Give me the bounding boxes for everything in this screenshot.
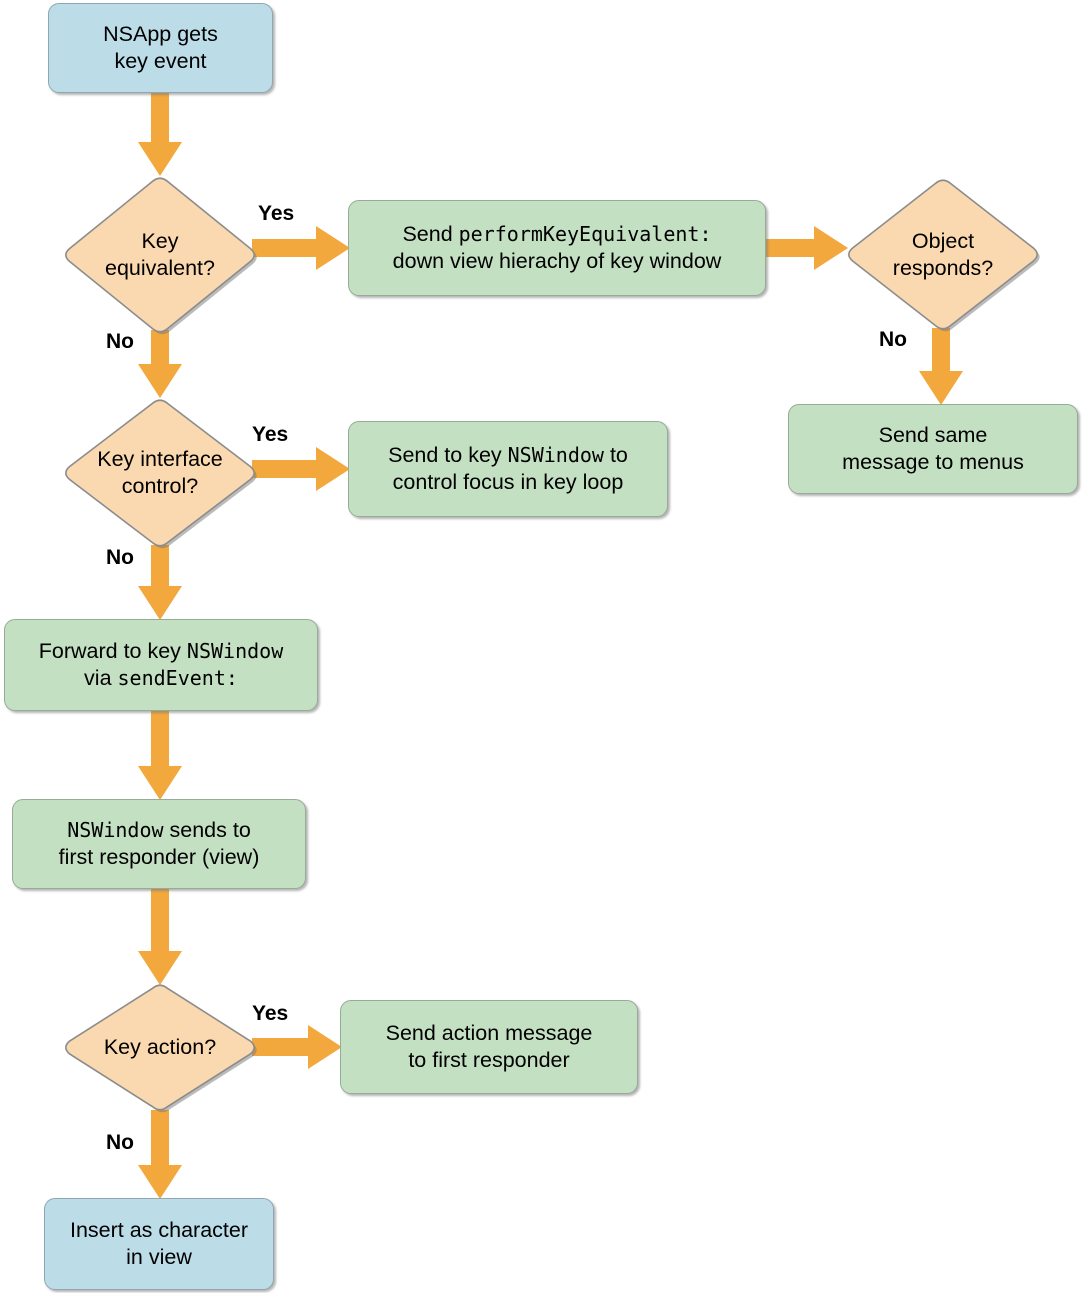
diamond-shape [65,984,257,1113]
arrow-e-forward-to-nswindow-sends [138,710,182,800]
label-key-equivalent-no: No [106,330,134,353]
arrow-e-key-interface-yes [252,447,350,491]
diamond-shape [65,399,257,549]
diamond-shape [848,179,1040,332]
code-token: NSWindow [507,443,604,467]
node-label: Key action? [103,1035,217,1059]
label-key-equivalent-yes: Yes [258,202,295,225]
arrow-e-key-action-yes [252,1025,342,1069]
diamond-shape [65,177,257,335]
arrow-e-start-to-key-equivalent [138,93,182,176]
code-token: NSWindow [186,639,284,663]
code-token: performKeyEquivalent: [458,222,712,246]
label-key-action-yes: Yes [252,1002,289,1025]
arrow-e-perform-to-object-responds [764,226,848,270]
decision-node-key-action[interactable]: Key action? [62,982,258,1113]
process-node-send-perform-key-equivalent[interactable]: Send performKeyEquivalent:down view hier… [348,200,766,296]
arrow-e-key-interface-no [138,545,182,620]
arrow-e-key-equivalent-yes [252,226,350,270]
label-key-interface-no: No [106,546,134,569]
node-label: Send performKeyEquivalent:down view hier… [392,222,722,273]
code-token: sendEvent: [117,666,238,690]
code-token: NSWindow [67,818,164,842]
arrow-e-object-responds-no [919,328,963,405]
arrow-e-key-action-no [138,1110,182,1199]
label-key-interface-yes: Yes [252,423,289,446]
label-object-responds-no: No [879,328,907,351]
arrow-e-nswindow-to-key-action [138,888,182,985]
label-key-action-no: No [106,1131,134,1154]
arrow-e-key-equivalent-no [138,330,182,398]
